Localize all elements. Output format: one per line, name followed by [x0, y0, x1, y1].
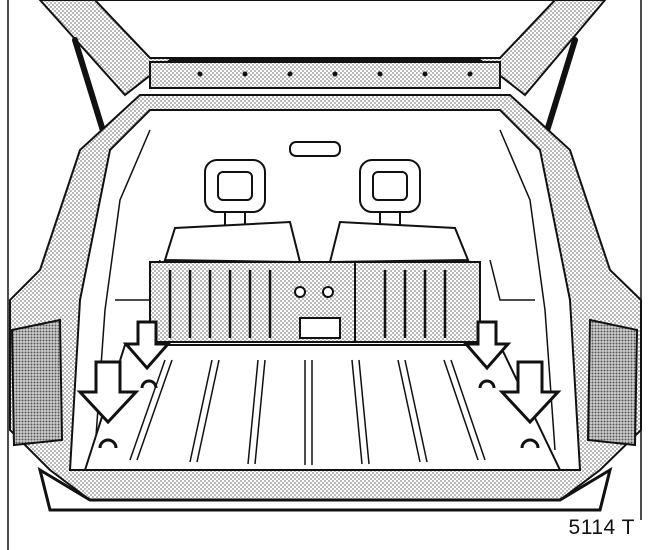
pointer-arrows [76, 320, 562, 425]
tie-down-hook-rear-left [98, 438, 118, 449]
headrest-left [204, 159, 266, 225]
rear-seat-backs [163, 220, 470, 264]
arrow-down-front-right [462, 320, 512, 371]
tie-down-hooks [98, 379, 540, 449]
tie-down-hook-front-right [478, 379, 496, 389]
frame-lines [7, 0, 642, 550]
tie-down-hook-front-left [140, 379, 158, 389]
cargo-barrier [149, 261, 481, 343]
headrest-right [359, 159, 421, 225]
arrow-down-rear-right [498, 360, 562, 425]
tie-down-hook-rear-right [520, 438, 540, 449]
tail-lights [10, 318, 639, 447]
rear-view-mirror [289, 141, 341, 157]
open-tailgate [38, 0, 607, 97]
rear-bumper [37, 466, 613, 512]
arrow-down-front-left [122, 320, 172, 371]
arrow-down-rear-left [76, 360, 140, 425]
figure-reference-code: 5114 T [568, 516, 635, 539]
